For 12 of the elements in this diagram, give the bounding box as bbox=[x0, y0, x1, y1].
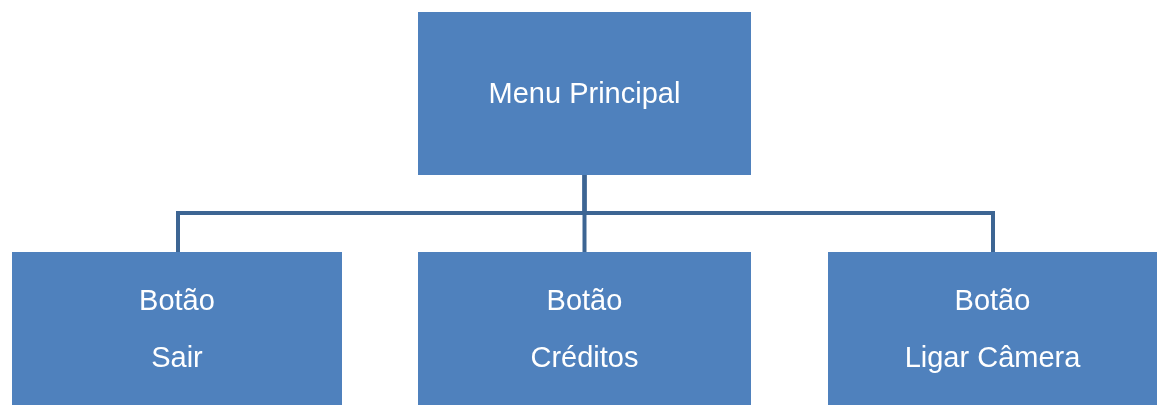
box-label: Botão bbox=[546, 285, 623, 315]
box-label: Sair bbox=[151, 342, 203, 372]
org-chart-box bbox=[418, 12, 751, 175]
org-chart-box bbox=[828, 252, 1157, 405]
connector-line bbox=[582, 175, 995, 252]
org-chart-box bbox=[418, 252, 751, 405]
box-label: Ligar Câmera bbox=[904, 342, 1081, 372]
box-label: Botão bbox=[139, 285, 215, 315]
box-label: Menu Principal bbox=[488, 79, 681, 108]
box-label: Créditos bbox=[530, 342, 639, 372]
org-chart-box bbox=[12, 252, 342, 405]
box-label: Botão bbox=[954, 285, 1031, 315]
